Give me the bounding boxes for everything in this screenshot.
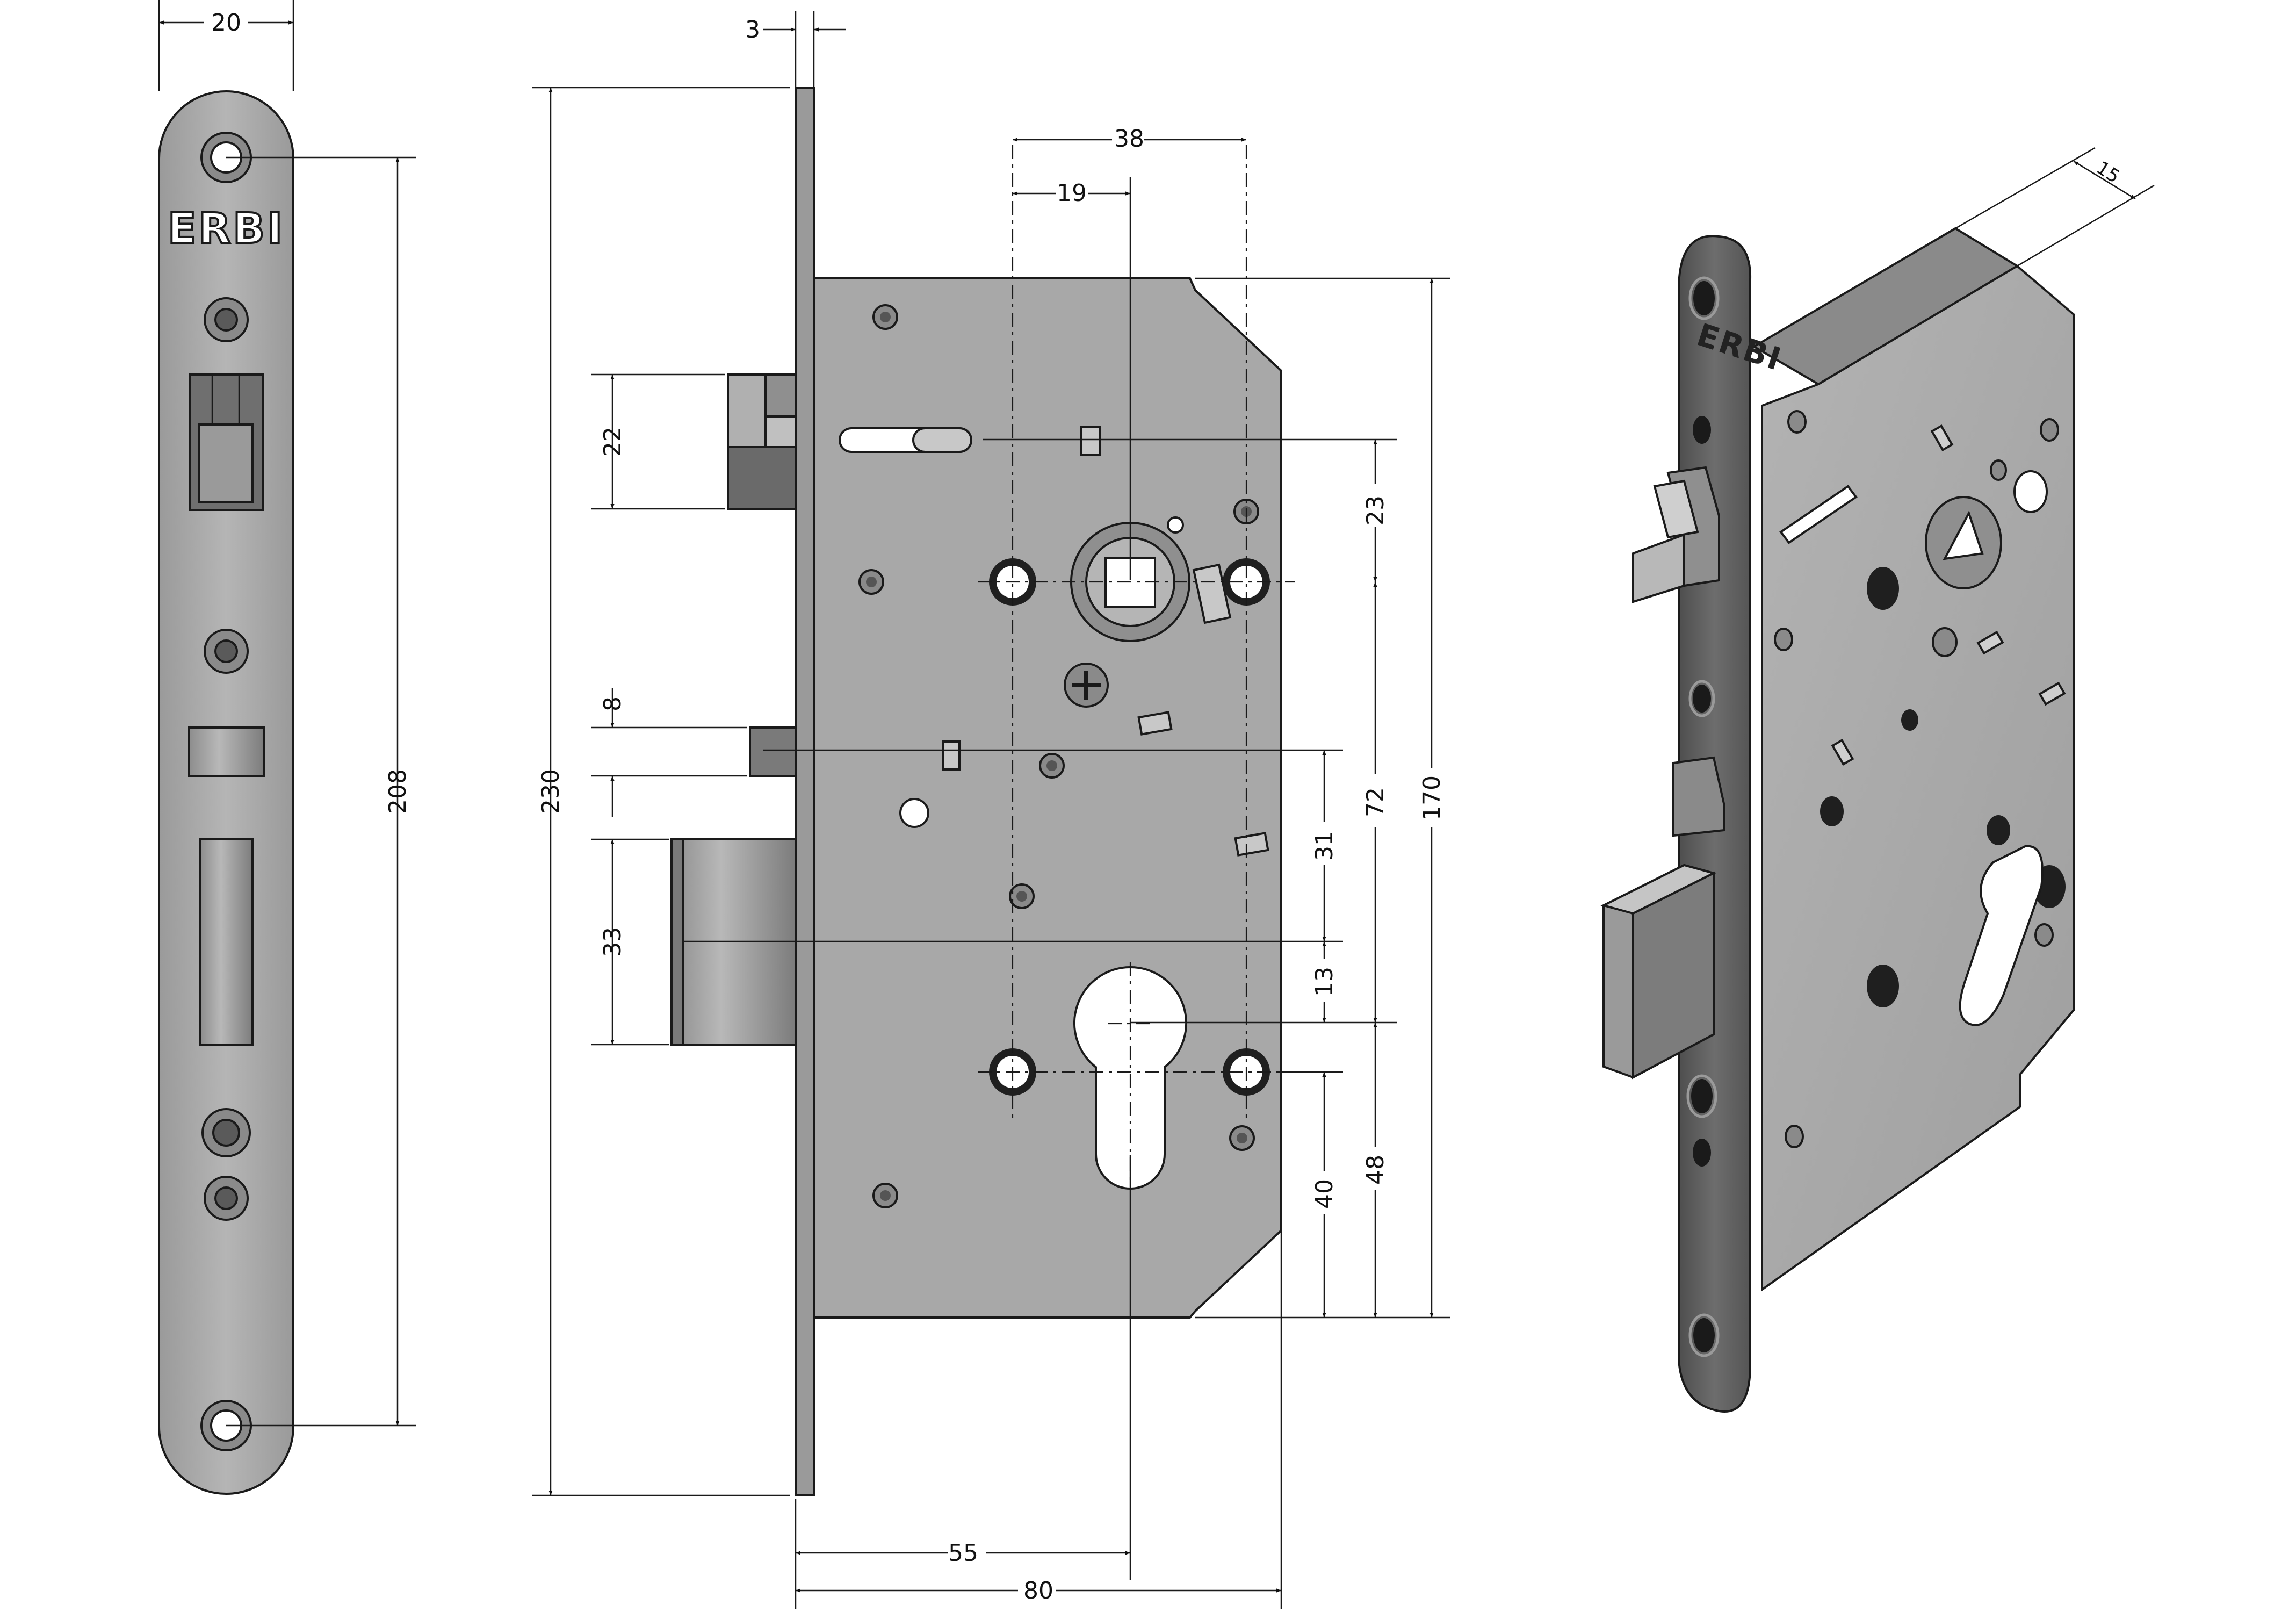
dim-handle-offset: 19 <box>1013 177 1131 580</box>
svg-text:72: 72 <box>1362 787 1389 817</box>
svg-text:55: 55 <box>948 1539 978 1567</box>
isometric-view: ERBI <box>1600 147 2155 1413</box>
faceplate-view: ERBI 20 <box>158 0 416 1495</box>
svg-text:31: 31 <box>1311 831 1338 861</box>
faceplate-deadbolt-slot <box>199 838 254 1046</box>
faceplate-aux-latch <box>188 726 265 777</box>
centerlines <box>978 145 1295 1182</box>
dim-handle-to-hole: 38 <box>1013 125 1246 153</box>
dim-center-distance: 72 <box>1362 582 1389 1023</box>
logo-faceplate: ERBI <box>168 205 285 253</box>
svg-text:48: 48 <box>1362 1155 1389 1185</box>
dim-latch-height: 22 <box>591 373 725 510</box>
dim-cylinder-to-screw: 13 <box>1130 941 1397 1024</box>
dim-bottom-span: 48 <box>1362 1023 1389 1318</box>
iso-rivets <box>1774 410 2059 1148</box>
iso-cylinder-cutout <box>1959 845 2044 1026</box>
svg-text:19: 19 <box>1057 179 1087 207</box>
svg-text:230: 230 <box>537 769 565 814</box>
svg-text:15: 15 <box>2092 157 2124 188</box>
dim-aux-latch: 8 <box>591 688 747 817</box>
svg-text:23: 23 <box>1362 495 1389 526</box>
dim-cylinder-offset: 31 <box>682 749 1343 942</box>
iso-faceplate-hole-rims <box>1686 276 1720 1357</box>
svg-text:8: 8 <box>599 696 626 711</box>
dim-case-depth: 80 <box>796 1230 1282 1609</box>
svg-text:3: 3 <box>745 16 760 44</box>
iso-faceplate-holes <box>1691 281 1715 1352</box>
faceplate-latch <box>189 373 264 511</box>
iso-latch <box>1632 466 1720 603</box>
dim-deadbolt-height: 33 <box>591 838 669 1046</box>
slot-notch <box>1080 426 1101 456</box>
iso-slots <box>1831 424 2066 766</box>
dim-faceplate-hole-spacing: 208 <box>226 156 416 1427</box>
svg-text:13: 13 <box>1311 967 1338 997</box>
svg-text:22: 22 <box>599 427 626 457</box>
svg-text:80: 80 <box>1023 1577 1053 1604</box>
screw-cross <box>1064 663 1109 708</box>
aux-latch <box>749 726 797 777</box>
dim-faceplate-width: 20 <box>158 0 294 91</box>
iso-deadbolt <box>1600 863 1717 1080</box>
svg-text:20: 20 <box>211 9 241 37</box>
dim-backset: 55 <box>795 1155 1131 1609</box>
iso-case-side <box>1761 264 2075 1292</box>
iso-aux-latch <box>1672 756 1725 837</box>
front-plate-edge <box>795 87 815 1496</box>
dim-plate-thickness: 3 <box>745 11 846 88</box>
svg-text:33: 33 <box>599 927 626 957</box>
svg-text:208: 208 <box>384 769 411 814</box>
dim-case-height: 170 <box>1195 277 1450 1319</box>
dim-cylinder-to-bottom: 40 <box>1279 1071 1343 1318</box>
latch-slot <box>839 427 972 453</box>
iso-case-details <box>1774 410 2066 1148</box>
small-slots <box>942 711 1269 857</box>
iso-follower <box>1925 470 2048 589</box>
faceplate-screw-holes <box>201 297 251 1221</box>
dim-follower-to-top: 23 <box>983 438 1397 582</box>
side-view: 3 230 38 19 2 <box>532 11 1450 1609</box>
latch-bolt <box>727 373 797 510</box>
dim-iso-thickness: 15 <box>1955 147 2155 267</box>
svg-text:40: 40 <box>1311 1179 1338 1209</box>
svg-text:38: 38 <box>1114 125 1144 153</box>
dim-overall-height: 230 <box>532 87 790 1496</box>
svg-text:170: 170 <box>1418 775 1446 821</box>
